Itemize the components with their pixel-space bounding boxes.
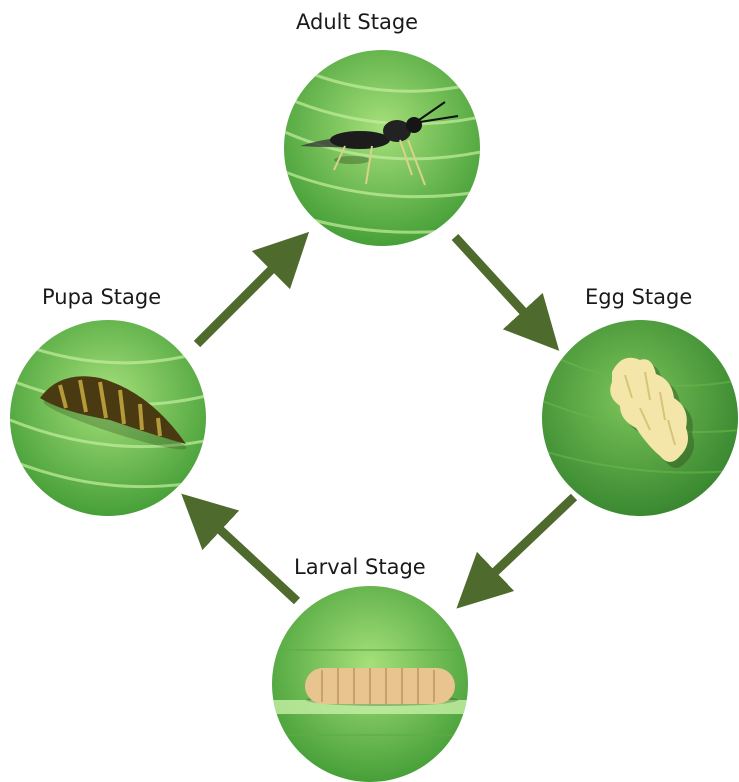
adult-stage-image — [280, 50, 490, 246]
larva-icon — [305, 668, 458, 706]
arrow-larval-to-pupa — [201, 512, 297, 601]
arrow-adult-to-egg — [455, 237, 541, 331]
egg-stage-image — [540, 320, 739, 516]
pupa-stage-image — [10, 320, 210, 516]
cycle-arrows — [197, 237, 574, 601]
arrow-egg-to-larval — [476, 497, 574, 590]
arrow-pupa-to-adult — [197, 251, 290, 344]
larval-stage-image — [270, 586, 470, 782]
